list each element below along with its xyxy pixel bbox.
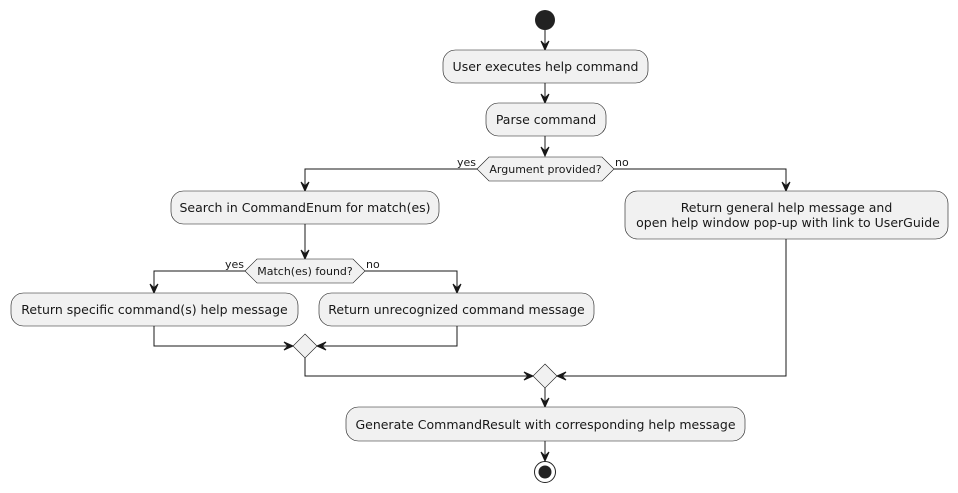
edge-general-to-outer-merge [561,239,787,377]
arrowhead [540,40,550,52]
edge-match-yes [153,270,245,289]
activity-parse-command-label: Parse command [496,112,596,127]
arrowhead [555,371,567,381]
activity-parse-command [485,102,607,137]
arrowhead [540,93,550,105]
merge-node-outer [532,363,558,389]
arrowhead [540,146,550,158]
arrowhead [283,341,295,351]
arrowhead [540,397,550,409]
merge-node-matches [292,333,318,359]
branch-label-match-no: no [366,258,380,271]
activity-user-executes-label: User executes help command [453,59,639,74]
decision-argument-provided-label: Argument provided? [489,163,601,176]
branch-label-argument-no: no [615,156,629,169]
edge-merge-to-outer-merge [304,358,529,377]
activity-return-general-help-label-2: open help window pop-up with link to Use… [636,215,940,230]
arrowhead [300,249,310,261]
start-node [535,10,555,30]
activity-generate-commandresult-label: Generate CommandResult with correspondin… [355,417,735,432]
decision-matches-found-label: Match(es) found? [257,265,353,278]
branch-label-argument-yes: yes [457,156,476,169]
arrowhead [300,181,310,193]
activity-search-commandenum-label: Search in CommandEnum for match(es) [179,200,430,215]
activity-return-unrecognized-label: Return unrecognized command message [328,302,585,317]
edge-specific-to-merge [153,326,290,347]
edge-unrecognized-to-merge [321,326,458,347]
arrowhead [523,371,535,381]
branch-label-match-yes: yes [225,258,244,271]
arrowhead [452,283,462,295]
edge-argument-no [614,168,787,187]
activity-return-general-help-label-1: Return general help message and [681,200,893,215]
end-node [534,461,556,483]
edge-match-no [365,270,458,289]
arrowhead [540,451,550,463]
arrowhead [781,181,791,193]
arrowhead [315,341,327,351]
activity-return-specific-help-label: Return specific command(s) help message [21,302,288,317]
arrowhead [149,283,159,295]
edge-argument-yes [304,168,477,187]
